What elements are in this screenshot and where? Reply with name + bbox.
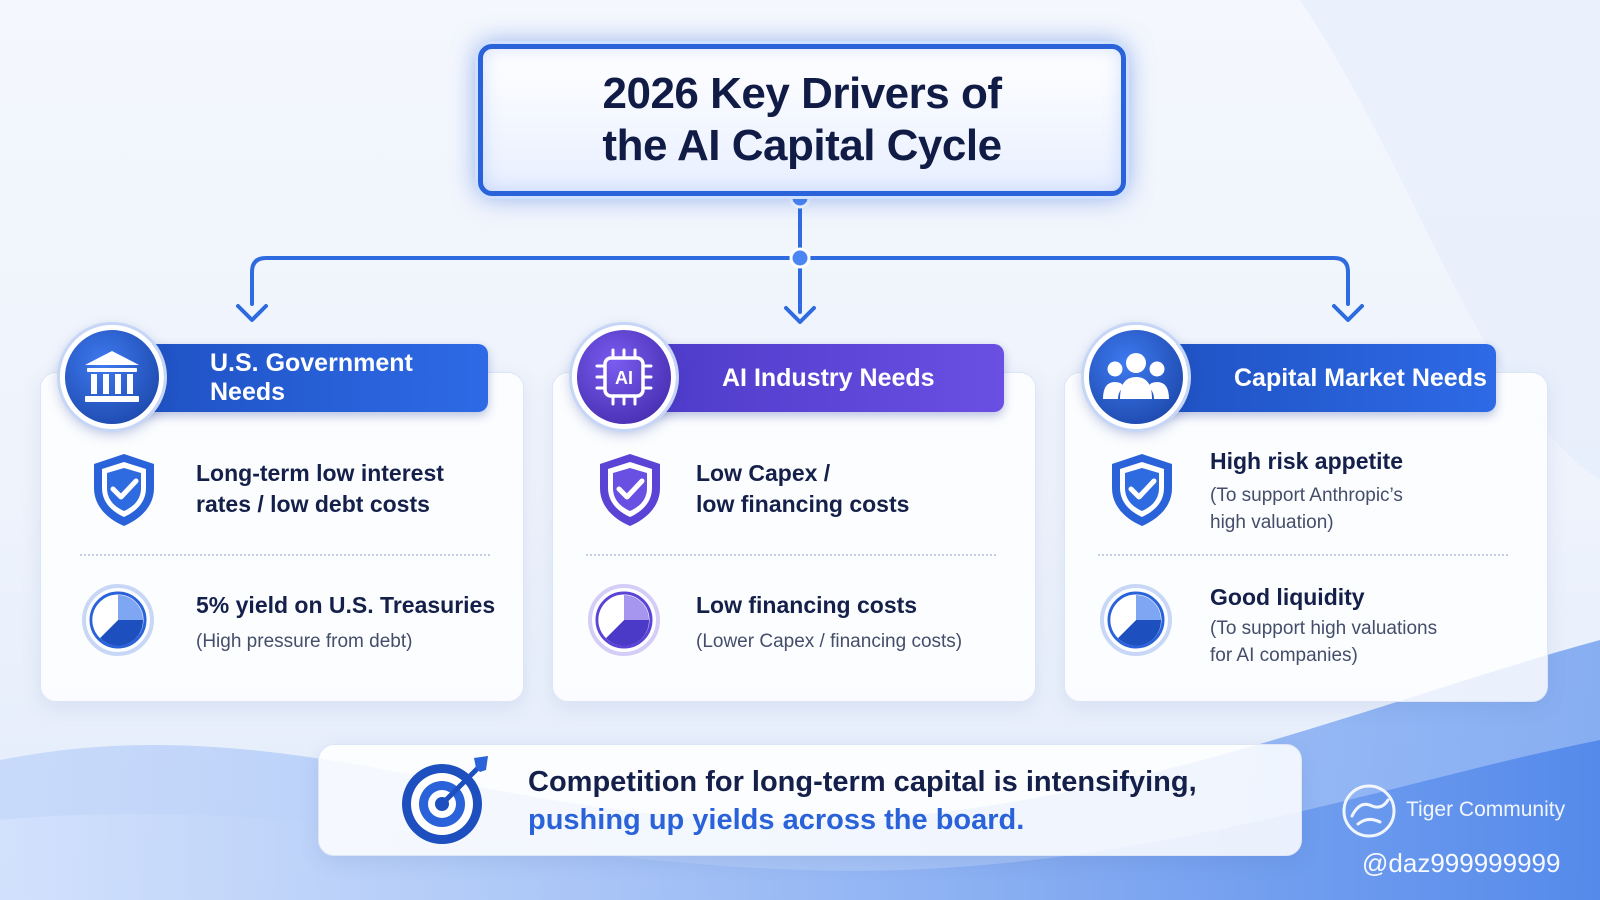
- shield-check-icon: [600, 454, 660, 526]
- ai-chip-icon: AI: [572, 325, 676, 429]
- divider: [80, 554, 490, 556]
- divider: [1098, 554, 1508, 556]
- bank-icon: [60, 325, 164, 429]
- pie-chart-icon: [1100, 584, 1172, 656]
- conclusion-line-1: Competition for long-term capital is int…: [528, 766, 1197, 798]
- pie-chart-icon: [82, 584, 154, 656]
- conclusion-line-2: pushing up yields across the board.: [528, 804, 1025, 836]
- title-box: 2026 Key Drivers of the AI Capital Cycle: [478, 44, 1126, 196]
- item-subtitle: (To support high valuations for AI compa…: [1210, 618, 1438, 666]
- item-title: Long-term low interest rates / low debt …: [196, 460, 444, 517]
- item-title: Low Capex / low financing costs: [696, 460, 910, 517]
- shield-check-icon: [1112, 454, 1172, 526]
- watermark-handle: @daz999999999: [1362, 848, 1561, 878]
- people-group-icon: [1084, 325, 1188, 429]
- tiger-logo-icon: [1342, 784, 1396, 838]
- target-arrow-icon: [402, 756, 488, 844]
- pie-chart-icon: [588, 584, 660, 656]
- item-title: High risk appetite: [1210, 448, 1403, 474]
- item-subtitle: (To support Anthropic’s high valuation): [1210, 485, 1403, 533]
- item-subtitle: (High pressure from debt): [196, 631, 413, 652]
- title-line-1: 2026 Key Drivers of: [602, 69, 1002, 118]
- item-title: Low financing costs: [696, 592, 918, 618]
- svg-text:AI: AI: [615, 368, 633, 388]
- shield-check-icon: [94, 454, 154, 526]
- page-title: 2026 Key Drivers of the AI Capital Cycle: [542, 68, 1062, 172]
- item-title: 5% yield on U.S. Treasuries: [196, 592, 496, 618]
- watermark-brand: Tiger Community: [1406, 798, 1566, 821]
- item-title: Good liquidity: [1210, 584, 1365, 610]
- title-line-2: the AI Capital Cycle: [602, 121, 1002, 170]
- item-subtitle: (Lower Capex / financing costs): [696, 631, 963, 652]
- divider: [586, 554, 996, 556]
